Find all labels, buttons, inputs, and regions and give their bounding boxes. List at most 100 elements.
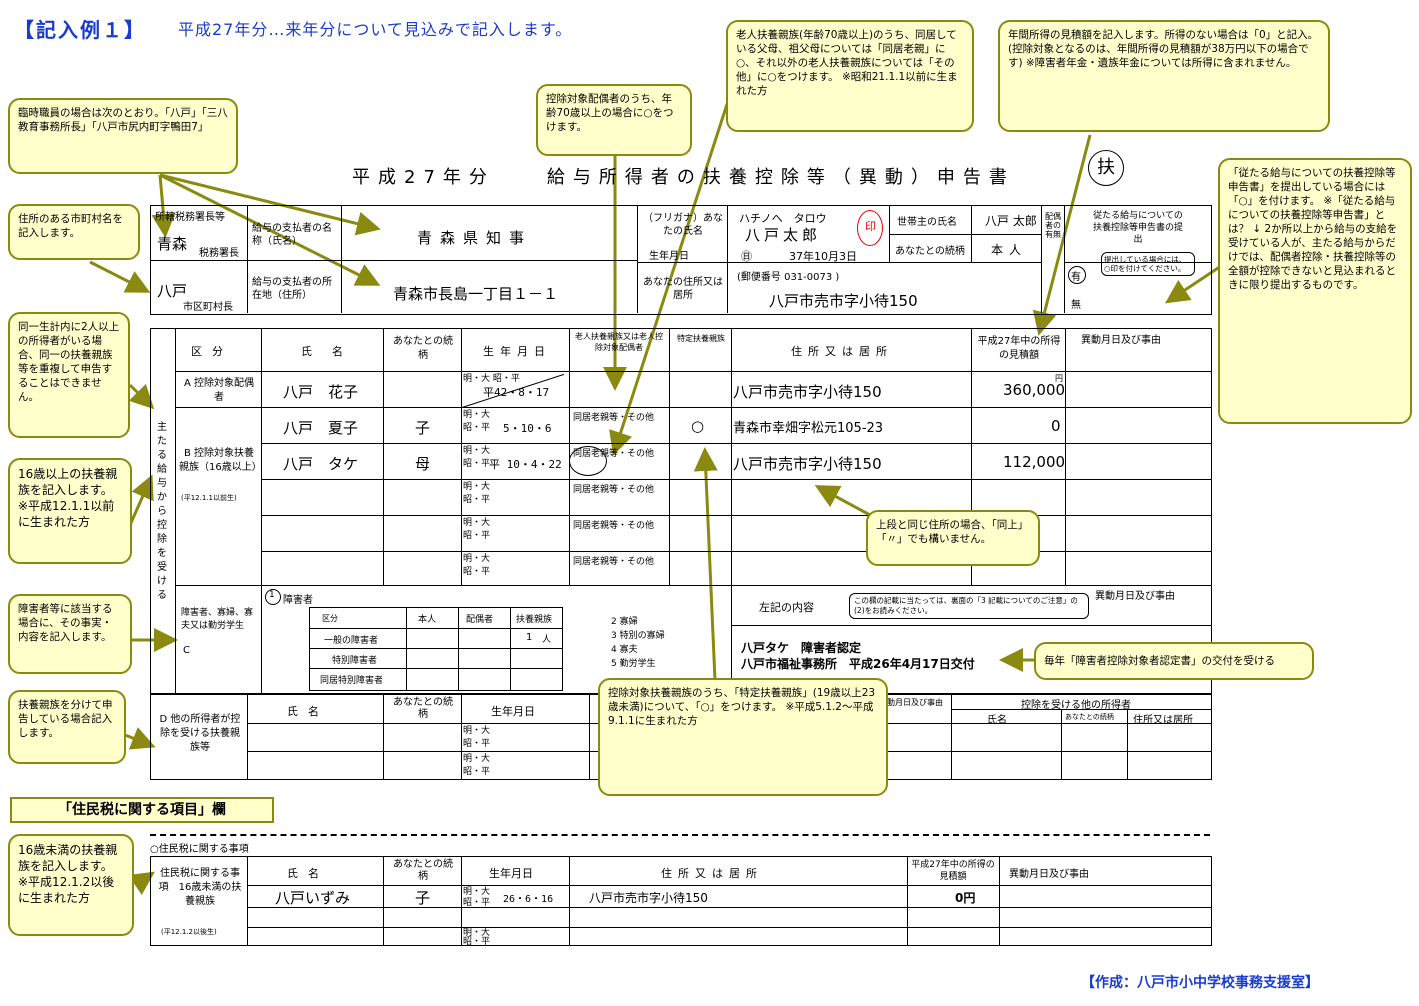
tax-office-label: 所轄税務署長等 — [155, 212, 225, 223]
arrow-c1a — [151, 174, 176, 238]
furigana: ハチノヘ タロウ — [739, 212, 827, 225]
row-b5-old: 同居老親等・その他 — [573, 557, 655, 567]
jumin-table: 住民税に関する事項 16歳未満の扶養親族 (平12.1.2以後生) 氏名 あなた… — [150, 856, 1212, 947]
form-title: 平成27年分 給与所得者の扶養控除等（異動）申告書 — [352, 167, 1015, 188]
row-b1-name: 八戸 夏子 — [283, 419, 359, 437]
arrow-c2 — [89, 260, 151, 293]
side-label: 主たる給与から控除を受ける — [157, 422, 167, 601]
d-col-change: 異動月日及び事由 — [879, 698, 943, 707]
row-b2-name: 八戸 タケ — [283, 455, 359, 473]
widow-1: 2 寡婦 — [611, 617, 638, 627]
jumin-note: (平12.1.2以後生) — [161, 928, 217, 936]
row-b3-old: 同居老親等・その他 — [573, 485, 655, 495]
jumin-row-era: 明・大 昭・平 — [463, 887, 491, 908]
jumin-col-addr: 住所又は居所 — [661, 867, 763, 880]
applicant-birth: 37年10月3日 — [789, 250, 857, 263]
col-relation: あなたとの続柄 — [393, 336, 453, 361]
fu-mark: 扶 — [1088, 150, 1124, 186]
top-info-table: 所轄税務署長等 青森 税務署長 八戸 市区町村長 給与の支払者の名称（氏名） 青… — [150, 205, 1212, 315]
other-note: 提出している場合には、○印を付けてください。 — [1101, 252, 1195, 276]
callout-disabled: 障害者等に該当する場合に、その事実・内容を記入します。 — [8, 594, 132, 674]
dependents-table: 区分 氏名 あなたとの続柄 生年月日 老人扶養親族又は老人控除対象配偶者 特定扶… — [150, 328, 1212, 694]
arrow-c9 — [1032, 134, 1092, 336]
callout-special-dependent: 控除対象扶養親族のうち、「特定扶養親族」(19歳以上23歳未満)について、「○」… — [598, 678, 888, 796]
d-col-other-rel: あなたとの続柄 — [1065, 713, 1114, 721]
disabled-num: 1 — [269, 590, 275, 600]
furigana-label: （フリガナ）あなたの氏名 — [643, 213, 723, 237]
dis-col-dep: 扶養親族 — [516, 615, 553, 625]
row-b4-old: 同居老親等・その他 — [573, 521, 655, 531]
col-kubun: 区分 — [191, 345, 233, 358]
widow-2: 3 特別の寡婦 — [611, 631, 665, 641]
d-col-name: 氏名 — [287, 705, 329, 718]
jumin-col-rel: あなたとの続柄 — [393, 859, 453, 882]
row-b2-old: 同居老親等・その他 — [573, 449, 655, 459]
row-a-name: 八戸 花子 — [283, 383, 359, 401]
row-a-birth: 平42・8・17 — [483, 386, 550, 399]
jumin-row-income: 0円 — [955, 891, 976, 905]
credit: 【作成：八戸市小中学校事務支援室】 — [1081, 975, 1319, 991]
row-a-income: 360,000 — [1003, 381, 1066, 399]
col-name: 氏名 — [301, 345, 363, 358]
disabled-circle — [265, 589, 281, 605]
callout-under16: 16歳未満の扶養親族を記入します。 ※平成12.1.2以後に生まれた方 — [8, 834, 134, 936]
city: 八戸 — [157, 282, 188, 300]
d-row1-era: 明・大 昭・平 — [463, 726, 491, 749]
jumin-row2-era: 明・大 昭・平 — [463, 928, 491, 947]
dis-col-spouse: 配偶者 — [466, 615, 494, 625]
row-b4-era: 明・大 昭・平 — [463, 518, 491, 541]
jumin-section-label: 「住民税に関する項目」欄 — [10, 797, 274, 823]
col-birth: 生年月日 — [483, 345, 551, 358]
jumin-row-rel: 子 — [415, 889, 431, 907]
widow-4: 5 勤労学生 — [611, 659, 656, 669]
row-b2-addr: 八戸市売市字小待150 — [733, 455, 882, 473]
page-title: 【記入例１】 — [14, 18, 146, 42]
dis-row-2: 特別障害者 — [332, 656, 378, 666]
addr-label: あなたの住所又は居所 — [643, 277, 723, 301]
arrow-c13 — [693, 447, 718, 681]
payer-name: 青森県知事 — [417, 229, 533, 247]
jumin-col-birth: 生年月日 — [489, 867, 533, 880]
spouse-no: 無 — [1071, 300, 1081, 311]
spouse-yes-circle — [1068, 266, 1086, 284]
callout-16plus: 16歳以上の扶養親族を記入します。 ※平成12.1.1以前に生まれた方 — [8, 458, 132, 564]
arrow-c11 — [814, 485, 871, 517]
payer-addr: 青森市長島一丁目１－１ — [393, 285, 559, 303]
row-b5-era: 明・大 昭・平 — [463, 554, 491, 577]
row-a-addr: 八戸市売市字小待150 — [733, 383, 882, 401]
jumin-col-income: 平成27年中の所得の見積額 — [911, 860, 995, 882]
d-col-other-name: 氏名 — [987, 715, 1007, 726]
row-b1-special: ○ — [691, 417, 705, 435]
postal-code: (郵便番号 031-0073 ) — [737, 272, 840, 283]
left-content-label: 左記の内容 — [759, 601, 814, 614]
col-old: 老人扶養親族又は老人控除対象配偶者 — [575, 332, 663, 352]
callout-elderly: 老人扶養親族(年齢70歳以上)のうち、同居している父母、祖父母については「同居老… — [726, 20, 974, 132]
disabled-head: 障害者 — [283, 595, 313, 606]
yen-unit: 円 — [1055, 374, 1063, 383]
arrow-c8 — [609, 94, 732, 456]
row-b2-income: 112,000 — [1003, 453, 1066, 471]
col-income: 平成27年中の所得の見積額 — [977, 336, 1061, 361]
row-b1-addr: 青森市幸畑字松元105-23 — [733, 421, 884, 436]
era-symbol: ㊐ — [741, 250, 752, 263]
row-b1-birth: 5・10・6 — [503, 422, 552, 435]
arrow-c1b — [159, 173, 381, 236]
callout-city-name: 住所のある市町村名を記入します。 — [8, 204, 140, 260]
arrow-c3 — [128, 383, 155, 410]
householder-label: 世帯主の氏名 — [897, 217, 957, 228]
c-change-label: 異動月日及び事由 — [1095, 591, 1175, 602]
callout-same-addr: 上段と同じ住所の場合、「同上」「〃」でも構いません。 — [866, 510, 1040, 566]
row-b2-era: 明・大 昭・平 — [463, 446, 491, 469]
jumin-row-birth: 26・6・16 — [503, 894, 554, 905]
d-row2-era: 明・大 昭・平 — [463, 754, 491, 777]
page-subtitle: 平成27年分…来年分について見込みで記入します。 — [178, 20, 573, 39]
row-b2-birth: 平 10・4・22 — [489, 458, 562, 471]
col-special: 特定扶養親族 — [677, 334, 725, 343]
row-b2-rel: 母 — [415, 455, 431, 473]
callout-split: 扶養親族を分けて申告している場合記入します。 — [8, 690, 126, 764]
callout-other-payer: 「従たる給与についての扶養控除等申告書」を提出している場合には「○」を付けます。… — [1218, 158, 1412, 424]
dis-row-3: 同居特別障害者 — [320, 676, 384, 686]
row-b3-era: 明・大 昭・平 — [463, 482, 491, 505]
jumin-head: ○住民税に関する事項 — [150, 844, 249, 855]
row-b2-old-circle — [569, 446, 607, 476]
